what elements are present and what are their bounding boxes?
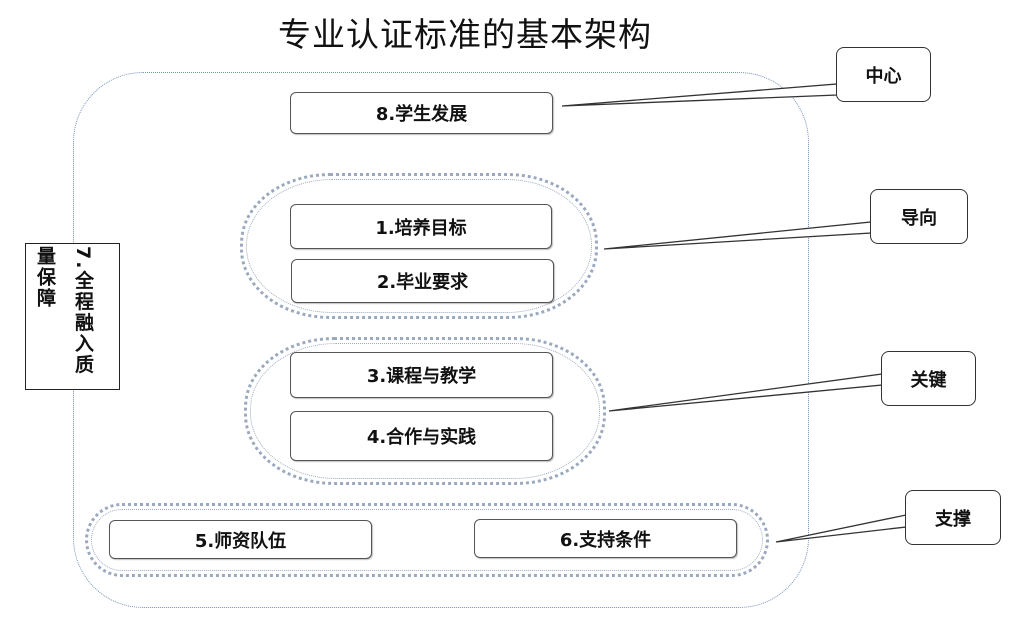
callout-support: 支撑	[905, 490, 1001, 545]
side-box-right-column: 7.全程融入质	[71, 246, 94, 376]
connector-guide	[603, 221, 872, 250]
connector-center	[561, 83, 838, 107]
node-student-development: 8.学生发展	[290, 92, 553, 134]
node-faculty: 5.师资队伍	[109, 520, 372, 559]
connector-support	[775, 514, 907, 543]
ring-guide	[240, 173, 598, 319]
side-box-left-column: 量保障	[33, 246, 56, 309]
side-box-quality-assurance: 7.全程融入质 量保障	[25, 243, 120, 390]
node-cooperation-practice: 4.合作与实践	[290, 411, 553, 461]
ring-key	[244, 337, 606, 485]
connector-key	[608, 373, 883, 412]
diagram-title: 专业认证标准的基本架构	[278, 15, 652, 54]
node-graduation-requirements: 2.毕业要求	[291, 259, 554, 303]
node-training-goals: 1.培养目标	[290, 204, 552, 249]
ring-support	[85, 503, 769, 577]
callout-key: 关键	[881, 351, 976, 406]
callout-guide: 导向	[870, 189, 968, 244]
node-support-conditions: 6.支持条件	[474, 519, 737, 558]
callout-center: 中心	[836, 47, 931, 102]
node-curriculum-teaching: 3.课程与教学	[290, 352, 553, 398]
